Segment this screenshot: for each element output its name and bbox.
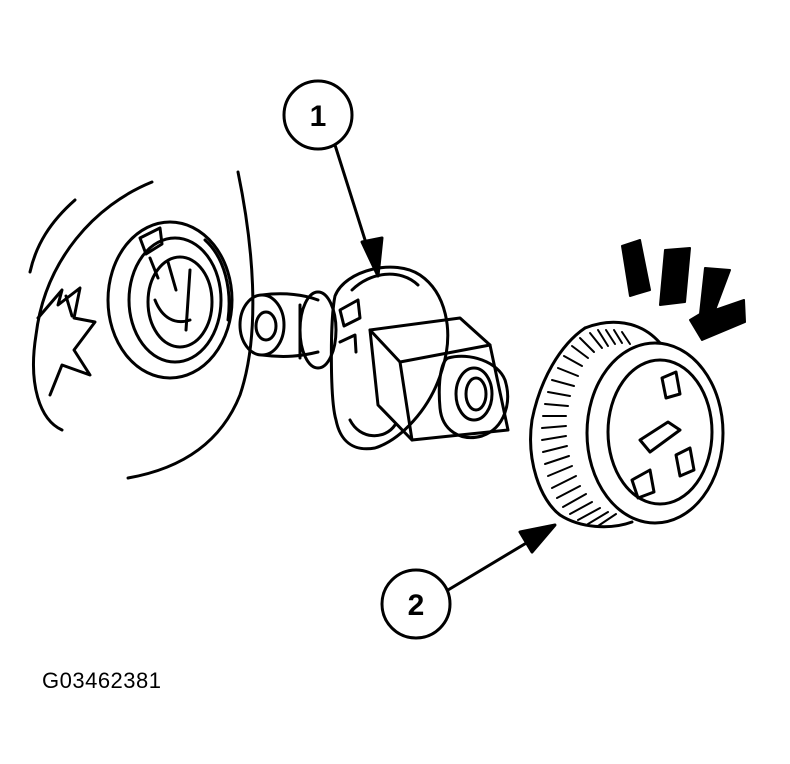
lamp-housing bbox=[28, 170, 255, 480]
callout-1-label: 1 bbox=[310, 100, 327, 133]
rotation-direction-arrow bbox=[621, 239, 746, 341]
retaining-ring bbox=[529, 320, 725, 529]
callout-2-label: 2 bbox=[408, 589, 425, 622]
housing-socket bbox=[106, 220, 234, 380]
callout-2 bbox=[380, 523, 557, 640]
figure-code: G03462381 bbox=[42, 668, 162, 693]
callout-1 bbox=[282, 79, 384, 278]
bulb-socket bbox=[238, 265, 510, 451]
ring-knurling bbox=[541, 329, 631, 527]
